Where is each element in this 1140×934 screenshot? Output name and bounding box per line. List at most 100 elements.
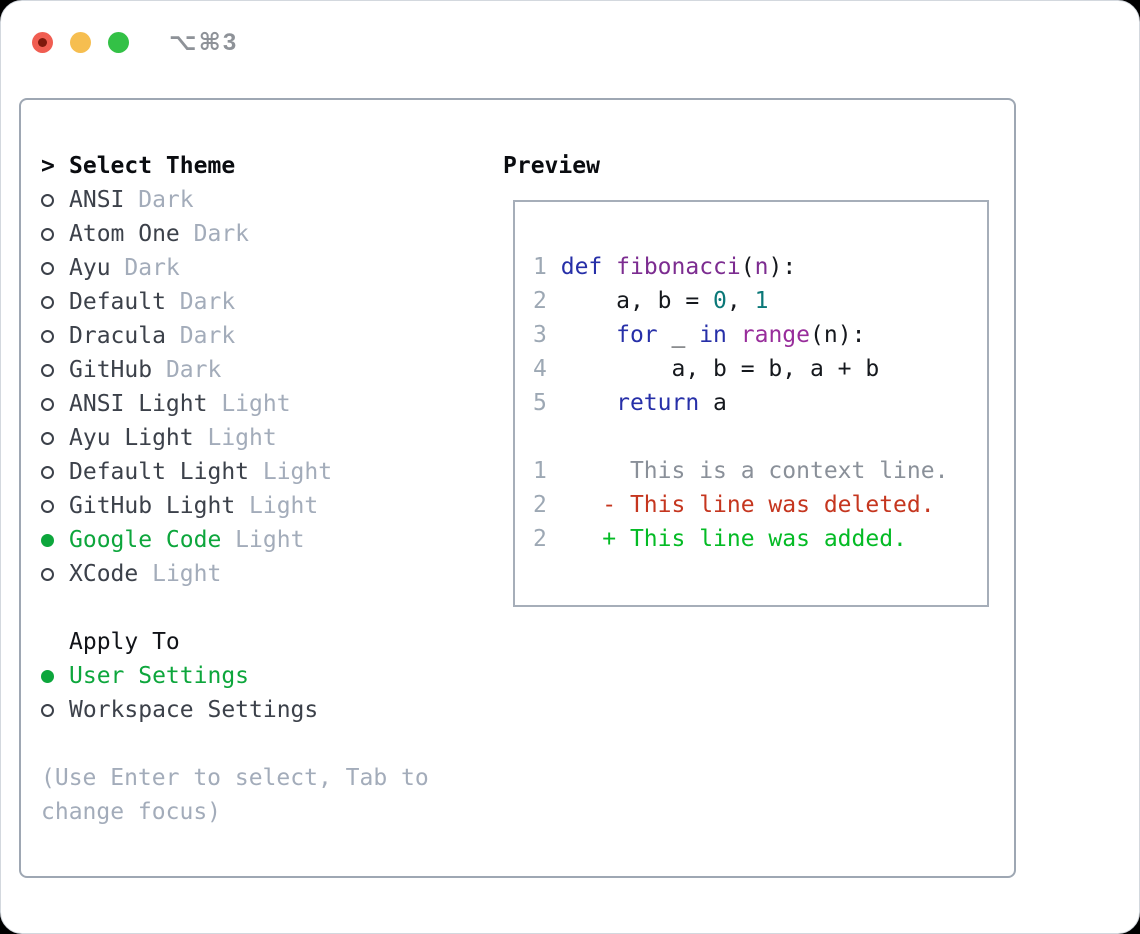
diff-line: 1 This is a context line.	[533, 454, 987, 488]
theme-option[interactable]: Ayu Light Light	[41, 421, 486, 455]
theme-name: Ayu	[69, 255, 111, 281]
diff-marker: +	[602, 526, 630, 552]
line-number: 4	[533, 356, 547, 382]
radio-selected-icon	[41, 533, 69, 547]
line-number: 2	[533, 492, 547, 518]
theme-name: Default	[69, 289, 166, 315]
theme-variant: Light	[221, 527, 305, 553]
preview-box: 1 def fibonacci(n): 2 a, b = 0, 1 3 for _ …	[513, 200, 989, 607]
selection-caret-icon: >	[41, 153, 55, 179]
theme-variant: Dark	[124, 187, 194, 213]
theme-variant: Light	[138, 561, 222, 587]
theme-variant: Light	[235, 493, 319, 519]
diff-text: This line was deleted.	[629, 492, 935, 518]
theme-variant: Dark	[165, 323, 236, 349]
radio-unselected-icon	[41, 465, 69, 479]
radio-unselected-icon	[41, 431, 69, 445]
theme-variant: Dark	[165, 289, 236, 315]
theme-variant: Light	[207, 391, 291, 417]
theme-option[interactable]: Default Light Light	[41, 455, 486, 489]
theme-option[interactable]: Default Dark	[41, 285, 486, 319]
spacer	[41, 727, 486, 761]
radio-unselected-icon	[41, 193, 69, 207]
theme-option[interactable]: XCode Light	[41, 557, 486, 591]
apply-to-title: Apply To	[69, 629, 180, 655]
theme-name: GitHub Light	[69, 493, 236, 519]
diff-text: This line was added.	[629, 526, 907, 552]
code-line: 2 a, b = 0, 1	[533, 288, 769, 314]
line-number: 5	[533, 390, 547, 416]
radio-unselected-icon	[41, 261, 69, 275]
code-line: 1 def fibonacci(n):	[533, 254, 797, 280]
apply-to-option[interactable]: Workspace Settings	[41, 693, 486, 727]
radio-unselected-icon	[41, 397, 69, 411]
preview-title: Preview	[503, 153, 600, 179]
radio-unselected-icon	[41, 227, 69, 241]
diff-marker	[602, 458, 630, 484]
titlebar: ⌥⌘3	[32, 28, 238, 57]
select-theme-header: > Select Theme	[41, 149, 486, 183]
radio-unselected-icon	[41, 329, 69, 343]
theme-variant: Dark	[179, 221, 250, 247]
theme-name: GitHub	[69, 357, 153, 383]
apply-to-header: Apply To	[41, 625, 486, 659]
diff-line: 2 - This line was deleted.	[533, 488, 987, 522]
apply-to-label: Workspace Settings	[69, 697, 319, 723]
radio-unselected-icon	[41, 567, 69, 581]
theme-name: XCode	[69, 561, 139, 587]
radio-unselected-icon	[41, 295, 69, 309]
close-button[interactable]	[32, 32, 53, 53]
code-sample: 1 def fibonacci(n): 2 a, b = 0, 1 3 for _ …	[533, 250, 987, 420]
theme-option[interactable]: ANSI Dark	[41, 183, 486, 217]
line-number: 1	[533, 458, 547, 484]
keyboard-hint: (Use Enter to select, Tab to change focu…	[41, 765, 429, 825]
diff-text: This is a context line.	[629, 458, 949, 484]
theme-option[interactable]: Dracula Dark	[41, 319, 486, 353]
spacer	[533, 420, 987, 454]
theme-option[interactable]: GitHub Light Light	[41, 489, 486, 523]
theme-name: Default Light	[69, 459, 250, 485]
theme-option[interactable]: Google Code Light	[41, 523, 486, 557]
theme-variant: Light	[249, 459, 333, 485]
select-theme-title: Select Theme	[69, 153, 236, 179]
diff-marker: -	[602, 492, 630, 518]
theme-option[interactable]: Atom One Dark	[41, 217, 486, 251]
unsaved-dot-icon	[38, 38, 47, 47]
theme-variant: Light	[193, 425, 277, 451]
theme-variant: Dark	[110, 255, 180, 281]
theme-name: ANSI Light	[69, 391, 208, 417]
radio-unselected-icon	[41, 363, 69, 377]
theme-name: ANSI	[69, 187, 125, 213]
preview-column: Preview 1 def fibonacci(n): 2 a, b = 0, 1…	[503, 149, 989, 607]
minimize-button[interactable]	[70, 32, 91, 53]
code-line: 5 return a	[533, 390, 727, 416]
radio-unselected-icon	[41, 703, 69, 717]
theme-option[interactable]: ANSI Light Light	[41, 387, 486, 421]
line-number: 2	[533, 526, 547, 552]
theme-name: Ayu Light	[69, 425, 194, 451]
window-title: ⌥⌘3	[169, 29, 239, 56]
code-line: 3 for _ in range(n):	[533, 322, 866, 348]
diff-line: 2 + This line was added.	[533, 522, 987, 556]
line-number: 2	[533, 288, 547, 314]
maximize-button[interactable]	[108, 32, 129, 53]
theme-variant: Dark	[152, 357, 222, 383]
line-number: 1	[533, 254, 547, 280]
theme-name: Google Code	[69, 527, 222, 553]
diff-sample: 1 This is a context line.2 - This line w…	[533, 454, 987, 556]
line-number: 3	[533, 322, 547, 348]
theme-option[interactable]: GitHub Dark	[41, 353, 486, 387]
theme-option[interactable]: Ayu Dark	[41, 251, 486, 285]
radio-unselected-icon	[41, 499, 69, 513]
apply-to-label: User Settings	[69, 663, 250, 689]
code-line: 4 a, b = b, a + b	[533, 356, 880, 382]
theme-name: Dracula	[69, 323, 166, 349]
apply-to-option[interactable]: User Settings	[41, 659, 486, 693]
theme-name: Atom One	[69, 221, 180, 247]
radio-selected-icon	[41, 669, 69, 683]
